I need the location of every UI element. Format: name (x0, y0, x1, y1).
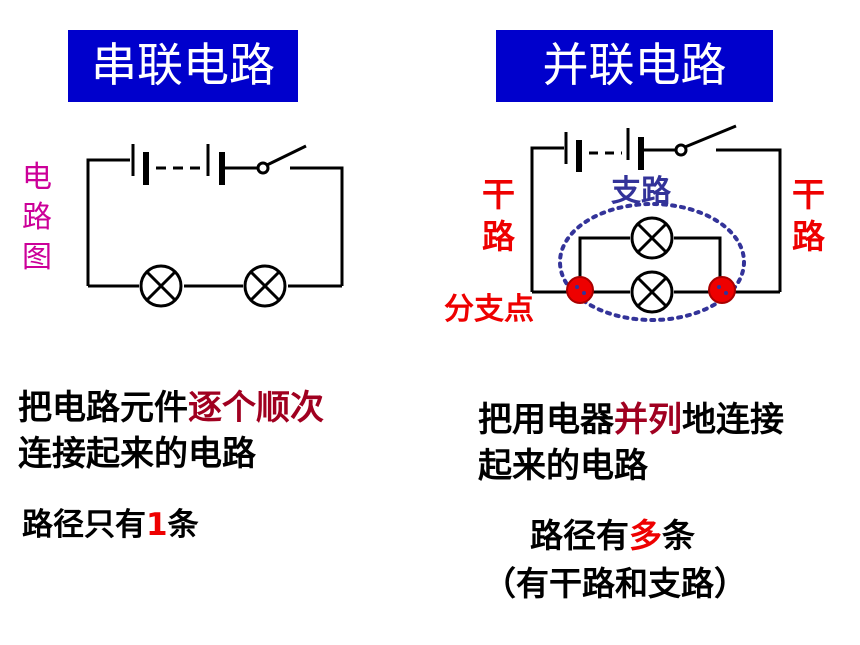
parallel-circuit (530, 124, 782, 314)
switch-blade (266, 144, 307, 167)
trunk-label-char: 干 (792, 175, 825, 214)
trunk-label-char: 路 (482, 217, 515, 256)
switch-blade (684, 124, 737, 149)
parallel-circuit-title: 并联电路 (496, 30, 773, 102)
switch-pivot (674, 143, 688, 157)
lamp-icon (630, 216, 674, 260)
branch-wire-upper (674, 236, 722, 292)
series-description: 把电路元件逐个顺次连接起来的电路 (18, 385, 348, 477)
trunk-label-left: 干 路 (482, 174, 515, 258)
branch-wire-upper (578, 236, 630, 292)
branch-label: 支路 (611, 174, 671, 209)
branch-point-label: 分支点 (444, 292, 534, 327)
desc-text: 把用电器 (478, 400, 614, 440)
path-count: 多 (629, 516, 662, 555)
trunk-label-char: 路 (792, 217, 825, 256)
series-circuit (86, 144, 344, 308)
path-text: 条 (662, 516, 695, 555)
parallel-description: 把用电器并列地连接起来的电路 (478, 397, 808, 489)
path-text: 路径有 (530, 516, 629, 555)
desc-highlight: 逐个顺次 (188, 388, 324, 428)
parallel-path-statement: 路径有多条 (530, 513, 695, 559)
desc-text: 连接起来的电路 (18, 434, 256, 474)
series-path-statement: 路径只有1条 (22, 503, 199, 547)
branch-point-marker (566, 276, 594, 304)
desc-highlight: 并列 (614, 400, 682, 440)
series-circuit-title: 串联电路 (68, 30, 298, 102)
parallel-wire-top-left (530, 146, 564, 292)
lamp-icon (139, 264, 183, 308)
branch-region-outline (558, 202, 746, 322)
diagram-label-char: 图 (22, 240, 52, 275)
lamp-icon (243, 264, 287, 308)
branch-point-marker (708, 276, 736, 304)
desc-text: 把电路元件 (18, 388, 188, 428)
switch-pivot (256, 161, 270, 175)
path-text: 条 (167, 507, 199, 543)
diagram-label-char: 电 (22, 160, 52, 195)
trunk-label-char: 干 (482, 175, 515, 214)
parallel-wire-right (716, 148, 782, 292)
desc-text: 地连接起来的电路 (478, 400, 784, 486)
series-wire-top-left (86, 158, 130, 168)
path-text: 路径只有 (22, 507, 146, 543)
parallel-path-note: （有干路和支路） (483, 564, 747, 603)
path-count: 1 (146, 507, 168, 543)
circuit-diagram-label: 电 路 图 (22, 158, 52, 278)
lamp-icon (630, 270, 674, 314)
series-wire-right (290, 166, 344, 286)
diagram-label-char: 路 (22, 200, 52, 235)
trunk-label-right: 干 路 (792, 174, 825, 258)
